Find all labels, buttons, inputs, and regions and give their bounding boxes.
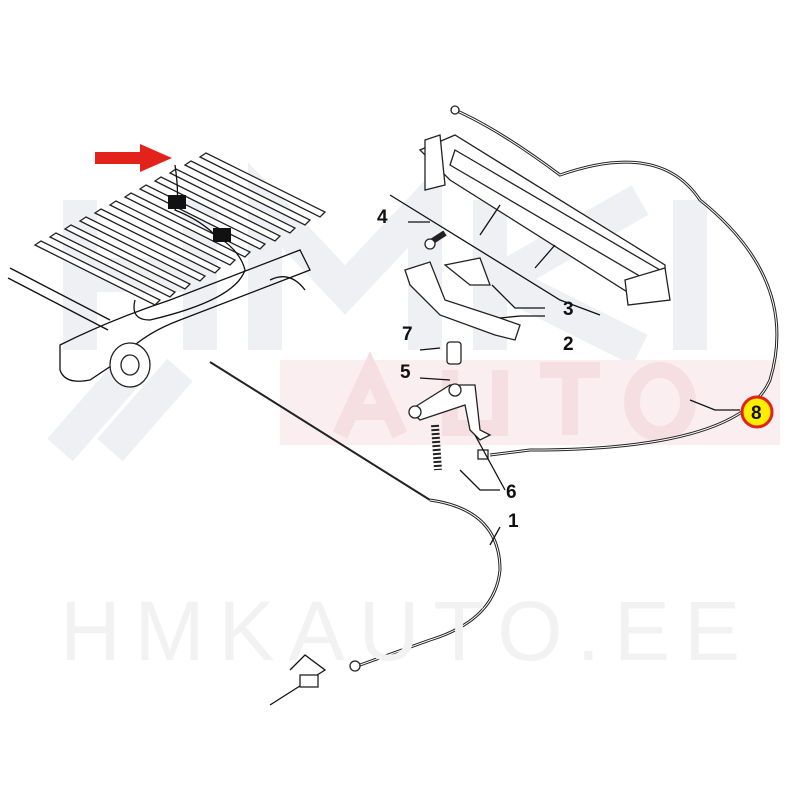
part-spring xyxy=(431,424,442,471)
cable-part-8 xyxy=(450,105,779,460)
callout-6[interactable]: 6 xyxy=(506,482,517,503)
roof-slat xyxy=(33,240,162,306)
callout-4[interactable]: 4 xyxy=(377,207,388,228)
roof-slat xyxy=(93,208,222,274)
vehicle-roof-illustration xyxy=(7,152,327,388)
callout-1[interactable]: 1 xyxy=(508,511,519,532)
cable-part-1 xyxy=(209,361,502,706)
red-arrow-icon xyxy=(95,144,172,172)
part-screw xyxy=(424,230,447,250)
roof-slat xyxy=(48,232,177,298)
part-knob xyxy=(446,341,462,365)
roof-slat xyxy=(63,224,192,290)
callout-7[interactable]: 7 xyxy=(402,324,413,345)
watermark-site: HMKAUTO.EE xyxy=(60,584,740,678)
callout-8-highlight[interactable]: 8 xyxy=(740,395,774,429)
watermark-logo-bottom xyxy=(332,350,696,442)
callout-5[interactable]: 5 xyxy=(400,362,411,383)
leader-lines xyxy=(408,221,740,546)
roof-slat xyxy=(153,176,282,242)
callout-3[interactable]: 3 xyxy=(563,299,574,320)
roof-slat xyxy=(198,152,327,218)
callout-2[interactable]: 2 xyxy=(563,334,574,355)
roof-frame-rail xyxy=(389,134,671,316)
part-bracket xyxy=(404,257,521,341)
callout-8[interactable]: 8 xyxy=(751,403,762,424)
roof-slat xyxy=(168,168,297,234)
roof-slat xyxy=(108,200,237,266)
roof-slat xyxy=(78,216,207,282)
part-lever xyxy=(408,383,492,441)
roof-slat xyxy=(183,160,312,226)
